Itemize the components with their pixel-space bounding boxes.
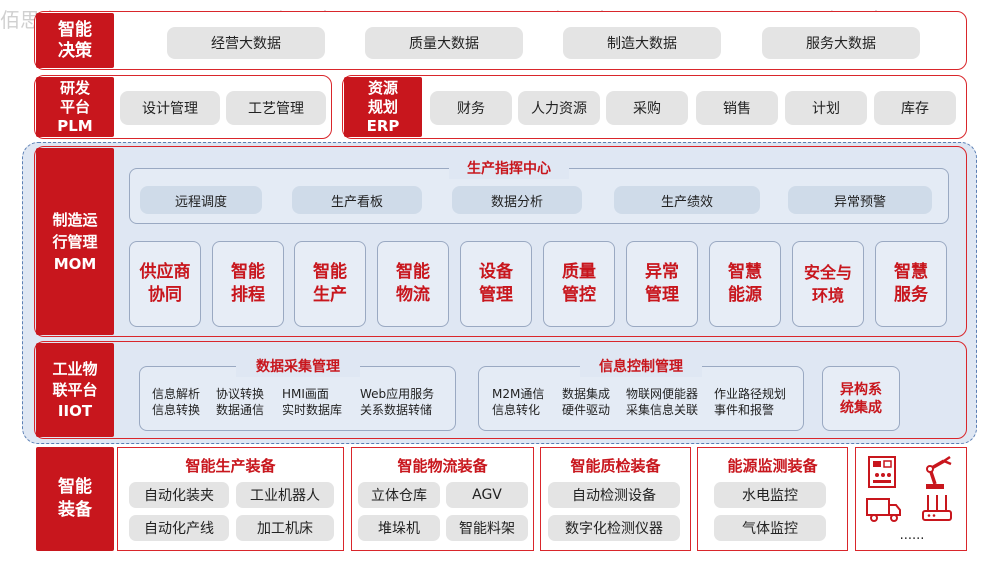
erp-item: 人力资源: [518, 91, 600, 125]
equipment-label: 智能 装备: [36, 447, 114, 551]
data-collection-col: HMI画面 实时数据库: [282, 387, 343, 417]
equipment-item: 水电监控: [714, 482, 826, 508]
erp-item: 销售: [696, 91, 778, 125]
erp-label: 资源 规划 ERP: [344, 77, 422, 137]
erp-item: 库存: [874, 91, 956, 125]
erp-item: 采购: [606, 91, 688, 125]
data-collection-col: 信息解析 信息转换: [152, 387, 201, 417]
equipment-item: 加工机床: [236, 515, 334, 541]
info-control-title: 信息控制管理: [580, 355, 702, 377]
erp-item: 计划: [785, 91, 867, 125]
decision-item: 质量大数据: [365, 27, 523, 59]
mom-module: 智慧 能源: [709, 241, 781, 327]
command-item: 异常预警: [788, 186, 932, 214]
equipment-item: 自动化产线: [129, 515, 229, 541]
more-ellipsis: ......: [899, 528, 925, 543]
equipment-item: AGV: [446, 482, 528, 508]
equipment-item: 堆垛机: [358, 515, 440, 541]
mom-label: 制造运 行管理 MOM: [36, 148, 114, 335]
data-collection-title: 数据采集管理: [236, 355, 360, 377]
equipment-item: 自动化装夹: [129, 482, 229, 508]
decision-label: 智能 决策: [36, 13, 114, 68]
heterogeneous-integration: 异构系 统集成: [822, 366, 900, 431]
decision-item: 经营大数据: [167, 27, 325, 59]
equipment-item: 智能料架: [446, 515, 528, 541]
mom-module: 智慧 服务: [875, 241, 947, 327]
decision-item: 制造大数据: [563, 27, 721, 59]
info-control-col: M2M通信 信息转化: [492, 387, 545, 417]
equipment-item: 立体仓库: [358, 482, 440, 508]
decision-item: 服务大数据: [762, 27, 920, 59]
equipment-group-title: 能源监测装备: [727, 456, 818, 475]
info-control-col: 物联网便能器 采集信息关联: [626, 387, 699, 417]
mom-module: 设备 管理: [460, 241, 532, 327]
equipment-item: 工业机器人: [236, 482, 334, 508]
equipment-item: 自动检测设备: [548, 482, 680, 508]
equipment-item: 气体监控: [714, 515, 826, 541]
equipment-group-title: 智能质检装备: [570, 456, 661, 475]
router-icon: [920, 493, 954, 525]
mom-module: 智能 生产: [294, 241, 366, 327]
command-center-title: 生产指挥中心: [449, 157, 569, 179]
robot-arm-icon: [918, 453, 956, 491]
mom-module: 供应商 协同: [129, 241, 201, 327]
mom-module: 安全与 环境: [792, 241, 864, 327]
data-collection-col: Web应用服务 关系数据转储: [360, 387, 435, 417]
mom-module: 异常 管理: [626, 241, 698, 327]
command-item: 生产绩效: [614, 186, 760, 214]
equipment-group-title: 智能生产装备: [185, 456, 276, 475]
plm-label: 研发 平台 PLM: [36, 77, 114, 137]
mom-module: 智能 排程: [212, 241, 284, 327]
truck-icon: [865, 495, 903, 523]
plm-item: 工艺管理: [226, 91, 326, 125]
equipment-group-title: 智能物流装备: [397, 456, 488, 475]
info-control-col: 数据集成 硬件驱动: [562, 387, 611, 417]
command-item: 生产看板: [292, 186, 422, 214]
data-collection-col: 协议转换 数据通信: [216, 387, 265, 417]
erp-item: 财务: [430, 91, 512, 125]
mom-module: 质量 管控: [543, 241, 615, 327]
plm-item: 设计管理: [120, 91, 220, 125]
mom-module: 智能 物流: [377, 241, 449, 327]
iiot-label: 工业物 联平台 IIOT: [36, 343, 114, 437]
info-control-col: 作业路径规划 事件和报警: [714, 387, 787, 417]
equipment-item: 数字化检测仪器: [548, 515, 680, 541]
command-item: 数据分析: [452, 186, 582, 214]
command-item: 远程调度: [140, 186, 262, 214]
control-panel-icon: [866, 455, 900, 489]
